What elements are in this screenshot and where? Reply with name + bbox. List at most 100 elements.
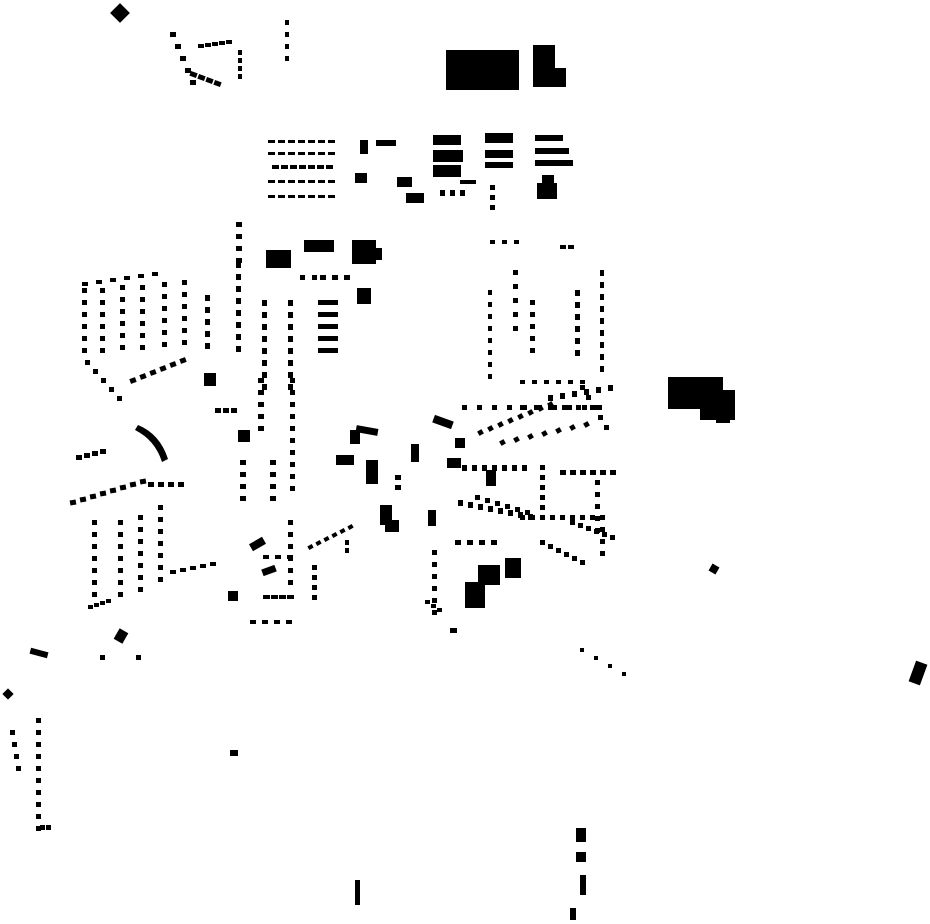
building — [477, 405, 482, 410]
building — [467, 540, 473, 545]
building — [502, 240, 507, 244]
building — [36, 742, 41, 747]
building — [345, 548, 349, 553]
building — [118, 556, 123, 561]
building — [339, 528, 346, 534]
building — [275, 555, 281, 559]
building — [530, 324, 535, 329]
building — [236, 298, 241, 304]
building — [180, 56, 186, 61]
building — [204, 373, 216, 386]
buildings-layer — [2, 3, 928, 920]
building — [274, 620, 280, 624]
building — [109, 387, 114, 392]
building — [540, 505, 545, 510]
building — [535, 148, 569, 154]
building — [534, 405, 539, 410]
building — [82, 336, 87, 341]
building — [308, 152, 315, 155]
building — [460, 190, 465, 196]
building — [290, 438, 295, 443]
building — [258, 390, 264, 395]
building — [345, 540, 349, 545]
building — [352, 240, 376, 264]
building — [499, 439, 506, 446]
building — [210, 562, 216, 566]
building — [120, 345, 125, 350]
building — [287, 595, 294, 599]
building — [92, 520, 97, 525]
building — [455, 438, 465, 448]
building — [213, 79, 222, 88]
building — [120, 285, 125, 290]
building — [100, 324, 105, 329]
building — [279, 595, 286, 599]
building — [460, 180, 468, 184]
building — [278, 195, 285, 198]
building — [490, 240, 495, 244]
building — [548, 544, 553, 549]
building — [240, 472, 246, 477]
building — [200, 564, 206, 568]
building — [487, 425, 494, 432]
building — [238, 74, 242, 79]
building — [138, 551, 143, 556]
building — [570, 908, 576, 920]
building — [129, 377, 137, 384]
building — [92, 544, 97, 549]
building — [598, 415, 603, 420]
building — [36, 814, 41, 819]
building — [138, 575, 143, 580]
building — [575, 314, 580, 320]
building — [450, 628, 457, 633]
building — [580, 875, 586, 895]
building — [82, 324, 87, 329]
building — [385, 520, 399, 532]
building — [596, 387, 601, 393]
building — [288, 532, 293, 537]
building — [262, 312, 267, 318]
building — [532, 380, 537, 384]
building — [236, 262, 241, 268]
building — [505, 558, 521, 578]
building — [578, 523, 583, 528]
building — [268, 140, 275, 143]
building — [560, 245, 566, 249]
building — [285, 20, 289, 25]
building — [586, 395, 591, 400]
building — [278, 152, 285, 155]
building — [455, 540, 461, 545]
building — [544, 380, 549, 384]
building — [562, 405, 567, 410]
building — [490, 185, 495, 190]
building — [118, 532, 123, 537]
building — [542, 175, 554, 183]
building — [622, 672, 626, 676]
building — [12, 742, 17, 747]
building — [205, 319, 210, 325]
building — [138, 563, 143, 568]
building — [513, 298, 518, 303]
building — [268, 195, 275, 198]
building — [230, 750, 238, 756]
building — [318, 152, 325, 155]
building — [560, 515, 565, 520]
building — [318, 324, 338, 329]
building — [238, 430, 250, 442]
building — [290, 486, 295, 491]
building — [595, 516, 600, 521]
building — [433, 165, 461, 177]
building — [488, 350, 492, 355]
building — [162, 294, 167, 299]
building — [288, 324, 293, 330]
building — [190, 80, 196, 85]
building — [158, 505, 163, 510]
building — [268, 180, 275, 183]
building — [175, 44, 181, 49]
building — [236, 322, 241, 328]
building — [315, 540, 322, 546]
building — [406, 193, 424, 203]
building — [318, 180, 325, 183]
building — [530, 312, 535, 317]
building — [158, 553, 163, 558]
